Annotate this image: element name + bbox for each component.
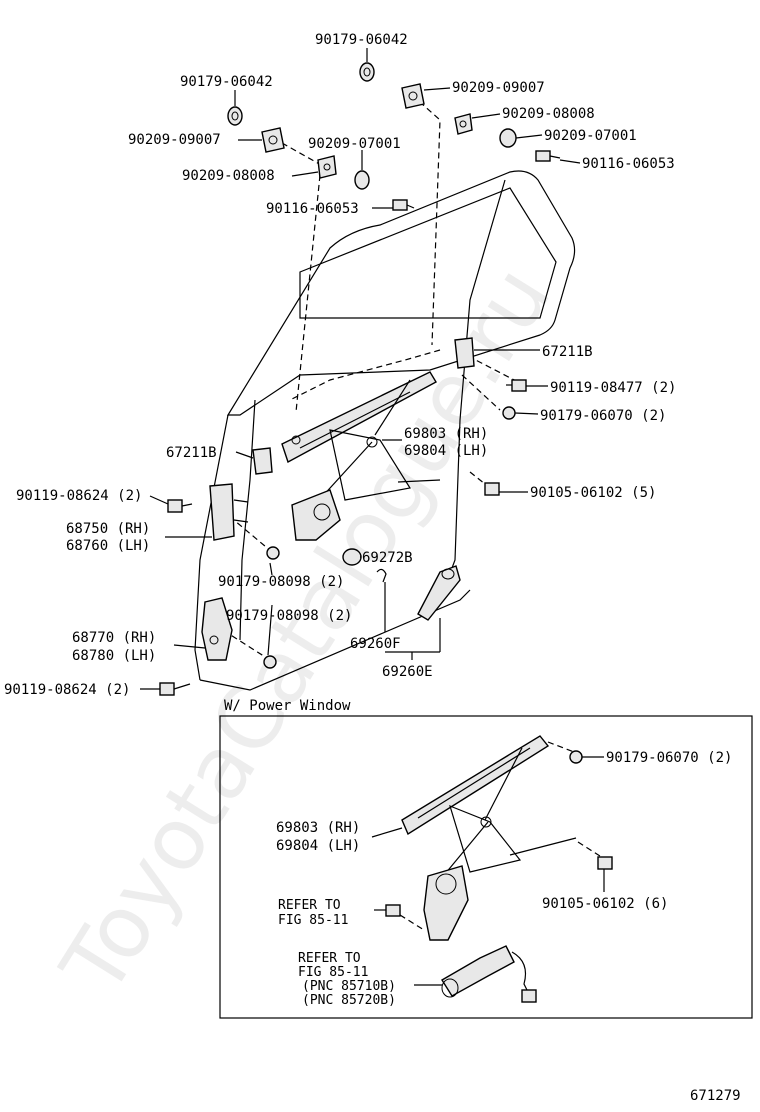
label-90119-08624-upper: 90119-08624 (2) <box>16 488 142 504</box>
label-pw-69804-lh: 69804 (LH) <box>276 838 360 854</box>
label-90116-06053-mid: 90116-06053 <box>266 201 359 217</box>
part-nut-90179-08098-a <box>266 546 280 560</box>
part-hinge-68750 <box>209 483 249 541</box>
label-68770-rh: 68770 (RH) <box>72 630 156 646</box>
label-90119-08477: 90119-08477 (2) <box>550 380 676 396</box>
part-clip-90209-08008-left <box>317 155 337 179</box>
part-nut-90179-06042-top <box>359 62 375 82</box>
label-90209-09007-left: 90209-09007 <box>128 132 221 148</box>
label-67211b-right: 67211B <box>542 344 593 360</box>
label-90119-08624-lower: 90119-08624 (2) <box>4 682 130 698</box>
part-nut-90179-06070 <box>502 406 516 420</box>
label-69272b: 69272B <box>362 550 413 566</box>
part-labels: 90179-06042 90179-06042 90209-09007 9020… <box>4 32 676 698</box>
part-bolt-90105-06102-5 <box>484 482 500 496</box>
label-pw-pnc-2: (PNC 85720B) <box>302 993 396 1008</box>
part-bolt-90116-06053-right <box>535 150 561 162</box>
part-stopper-67211b-left <box>252 447 273 475</box>
part-stopper-67211b-right <box>454 337 475 369</box>
power-window-inset: W/ Power Window <box>219 698 753 1019</box>
part-clip-69260f <box>376 568 387 583</box>
label-pw-refer-1: REFER TO <box>278 898 341 913</box>
power-window-box <box>219 715 753 1019</box>
label-90209-08008-left: 90209-08008 <box>182 168 275 184</box>
part-clip-90209-09007-right <box>401 83 425 109</box>
label-67211b-left: 67211B <box>166 445 217 461</box>
label-90209-08008-right: 90209-08008 <box>502 106 595 122</box>
label-90209-07001-right: 90209-07001 <box>544 128 637 144</box>
label-pw-90105-06102-6: 90105-06102 (6) <box>542 896 668 912</box>
label-69260f: 69260F <box>350 636 401 652</box>
part-washer-90209-07001-mid <box>354 170 370 190</box>
part-bushing-69272b <box>342 548 362 566</box>
part-motor-power <box>441 945 537 1003</box>
label-90179-06042-top: 90179-06042 <box>315 32 408 48</box>
label-68750-rh: 68750 (RH) <box>66 521 150 537</box>
part-bolt-90105-06102-6 <box>597 856 613 870</box>
power-window-title: W/ Power Window <box>224 698 351 714</box>
part-washer-90209-07001-right <box>499 128 517 148</box>
part-handle-69260e <box>417 565 461 621</box>
leader-lines <box>140 48 581 690</box>
part-clip-90209-08008-right <box>454 113 473 135</box>
part-clip-90209-09007-left <box>261 127 285 153</box>
label-69804-lh: 69804 (LH) <box>404 443 488 459</box>
label-69260e: 69260E <box>382 664 433 680</box>
label-68780-lh: 68780 (LH) <box>72 648 156 664</box>
label-90116-06053-right: 90116-06053 <box>582 156 675 172</box>
label-pw-90179-06070: 90179-06070 (2) <box>606 750 732 766</box>
label-pw-pnc-1: (PNC 85710B) <box>302 979 396 994</box>
figure-number: 671279 <box>690 1088 741 1104</box>
part-bolt-90116-06053-mid <box>392 199 415 211</box>
label-69803-rh: 69803 (RH) <box>404 426 488 442</box>
part-bolt-90119-08624-lower <box>159 682 191 696</box>
label-90179-06070: 90179-06070 (2) <box>540 408 666 424</box>
part-nut-90179-08098-b <box>263 655 277 669</box>
part-nut-90179-06042-left <box>227 106 243 126</box>
label-pw-refer-1b: FIG 85-11 <box>278 913 348 928</box>
part-window-regulator-power <box>401 735 577 941</box>
label-90179-08098-b: 90179-08098 (2) <box>226 608 352 624</box>
label-90179-06042-left: 90179-06042 <box>180 74 273 90</box>
part-nut-90179-06070-power <box>569 750 583 764</box>
label-68760-lh: 68760 (LH) <box>66 538 150 554</box>
label-90105-06102-5: 90105-06102 (5) <box>530 485 656 501</box>
label-90209-07001-mid: 90209-07001 <box>308 136 401 152</box>
part-bolt-90119-08624-upper <box>167 499 193 513</box>
label-pw-69803-rh: 69803 (RH) <box>276 820 360 836</box>
part-window-regulator-manual <box>281 371 441 541</box>
label-pw-refer-2b: FIG 85-11 <box>298 965 368 980</box>
part-hinge-68770 <box>201 597 233 661</box>
part-bolt-refer-power <box>385 904 401 917</box>
label-90209-09007-right: 90209-09007 <box>452 80 545 96</box>
label-90179-08098-a: 90179-08098 (2) <box>218 574 344 590</box>
label-pw-refer-2: REFER TO <box>298 951 361 966</box>
